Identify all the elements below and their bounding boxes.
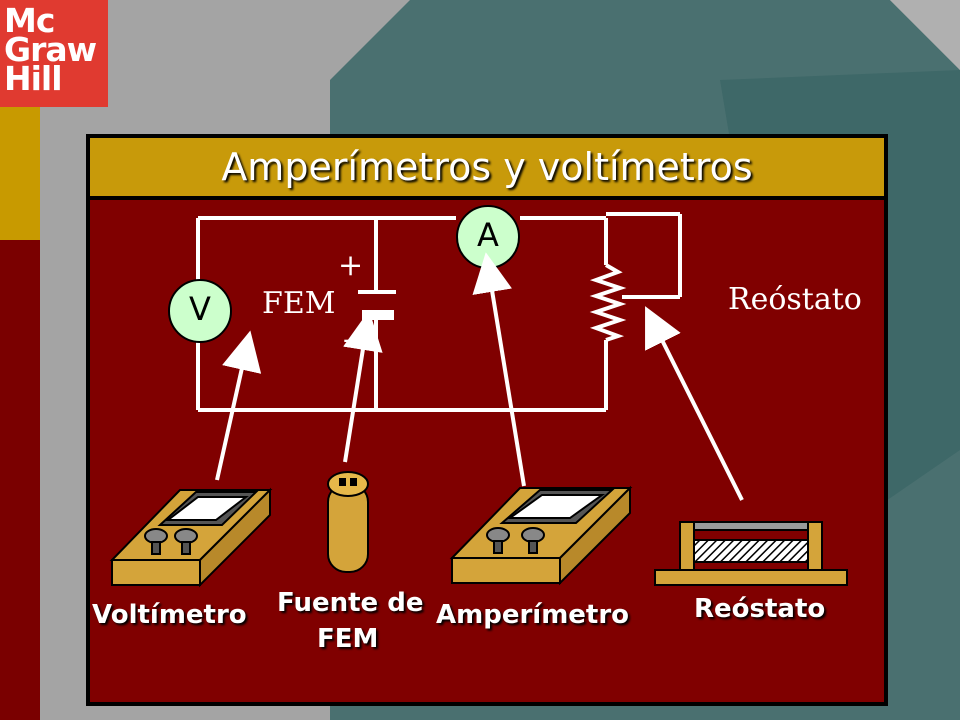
rheostat-device-icon <box>654 521 848 586</box>
minus-sign: - <box>343 322 354 357</box>
mcgraw-hill-logo: Mc Graw Hill <box>0 0 108 107</box>
voltmeter-device-icon <box>109 487 273 588</box>
rheostat-circuit-label: Reóstato <box>728 282 862 317</box>
rheostat-zigzag <box>589 263 627 342</box>
ammeter-symbol-label: A <box>477 216 499 254</box>
voltmeter-symbol-label: V <box>189 290 211 328</box>
ammeter-device-icon <box>449 485 633 586</box>
emf-source-label-line1: Fuente de <box>277 588 424 618</box>
battery-symbol <box>358 290 396 320</box>
emf-source-device-icon <box>327 471 369 573</box>
rheostat-label: Reóstato <box>694 594 826 624</box>
side-stripe-red <box>0 240 40 720</box>
title-bar: Amperímetros y voltímetros <box>90 138 884 200</box>
slide-title: Amperímetros y voltímetros <box>221 145 753 189</box>
emf-label: FEM <box>262 286 336 321</box>
emf-source-label-line2: FEM <box>317 624 379 654</box>
pointer-arrows <box>215 252 744 501</box>
side-stripe-gold <box>0 107 40 240</box>
voltmeter-symbol-icon <box>168 279 232 343</box>
plus-sign: + <box>338 248 364 283</box>
ammeter-label: Amperímetro <box>436 600 630 630</box>
voltmeter-label: Voltímetro <box>92 600 247 630</box>
